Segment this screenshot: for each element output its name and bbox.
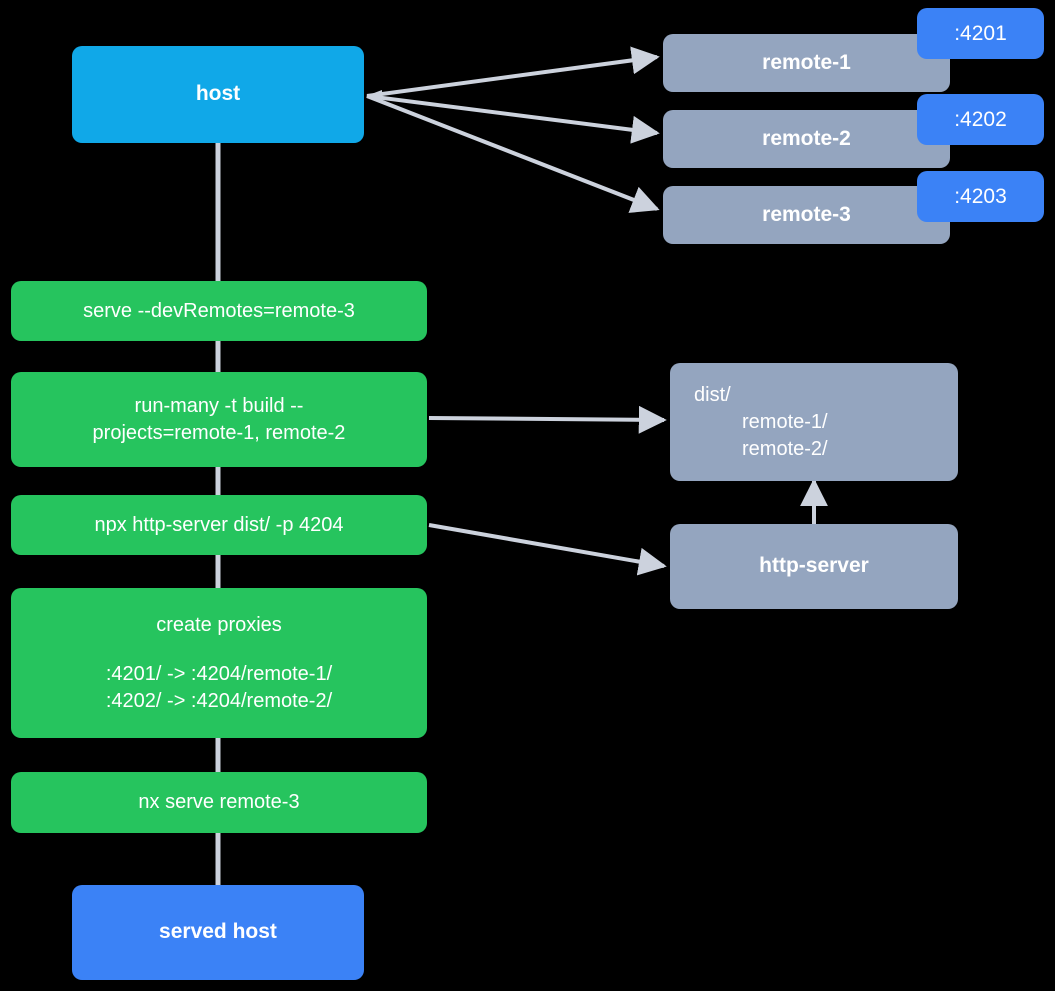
port-badge-remote-3-label: :4203 (954, 184, 1007, 208)
node-remote-1-label: remote-1 (762, 50, 851, 74)
node-remote-3[interactable]: remote-3 (663, 186, 950, 244)
edge-runmany-dist (428, 405, 667, 434)
node-host-label: host (195, 82, 241, 106)
port-badge-remote-2[interactable]: :4202 (917, 94, 1044, 145)
edge-host-remote-1 (366, 46, 660, 98)
port-badge-remote-3[interactable]: :4203 (917, 171, 1044, 222)
node-dist-folder-child-2: remote-2/ (742, 437, 828, 460)
node-remote-1[interactable]: remote-1 (663, 34, 950, 92)
node-served-host-label: served host (159, 920, 277, 944)
node-remote-3-label: remote-3 (762, 202, 851, 226)
edge-host-fan-head (366, 90, 382, 102)
node-command-nx-serve-remote-3-label: nx serve remote-3 (138, 791, 300, 813)
node-command-run-many[interactable]: run-many -t build -- projects=remote-1, … (11, 372, 427, 467)
node-command-serve[interactable]: serve --devRemotes=remote-3 (11, 281, 427, 341)
node-command-create-proxies-proxy-1: :4201/ -> :4204/remote-1/ (105, 662, 333, 685)
edge-host-remote-2 (366, 94, 660, 144)
node-command-run-many-line2: projects=remote-1, remote-2 (92, 421, 346, 444)
node-host[interactable]: host (72, 46, 364, 143)
node-remote-2-label: remote-2 (762, 126, 851, 150)
node-dist-folder-root: dist/ (694, 383, 731, 406)
node-command-run-many-line1: run-many -t build -- (134, 394, 304, 417)
port-badge-remote-1[interactable]: :4201 (917, 8, 1044, 59)
node-http-server-label: http-server (759, 554, 869, 578)
port-badge-remote-2-label: :4202 (954, 107, 1007, 131)
node-command-create-proxies-title: create proxies (156, 613, 282, 636)
node-command-create-proxies[interactable]: create proxies :4201/ -> :4204/remote-1/… (11, 588, 427, 738)
edge-npx-httpserver (428, 523, 667, 576)
node-dist-folder[interactable]: dist/ remote-1/ remote-2/ (670, 363, 958, 481)
node-command-create-proxies-proxy-2: :4202/ -> :4204/remote-2/ (105, 689, 333, 712)
node-command-npx-http-server[interactable]: npx http-server dist/ -p 4204 (11, 495, 427, 555)
node-served-host[interactable]: served host (72, 885, 364, 980)
node-command-npx-http-server-label: npx http-server dist/ -p 4204 (94, 513, 344, 536)
edge-host-remote-3 (366, 94, 660, 213)
node-dist-folder-child-1: remote-1/ (742, 410, 828, 433)
port-badge-remote-1-label: :4201 (954, 21, 1007, 45)
node-command-nx-serve-remote-3[interactable]: nx serve remote-3 (11, 772, 427, 833)
node-command-serve-label: serve --devRemotes=remote-3 (83, 299, 355, 322)
node-remote-2[interactable]: remote-2 (663, 110, 950, 168)
node-http-server[interactable]: http-server (670, 524, 958, 609)
